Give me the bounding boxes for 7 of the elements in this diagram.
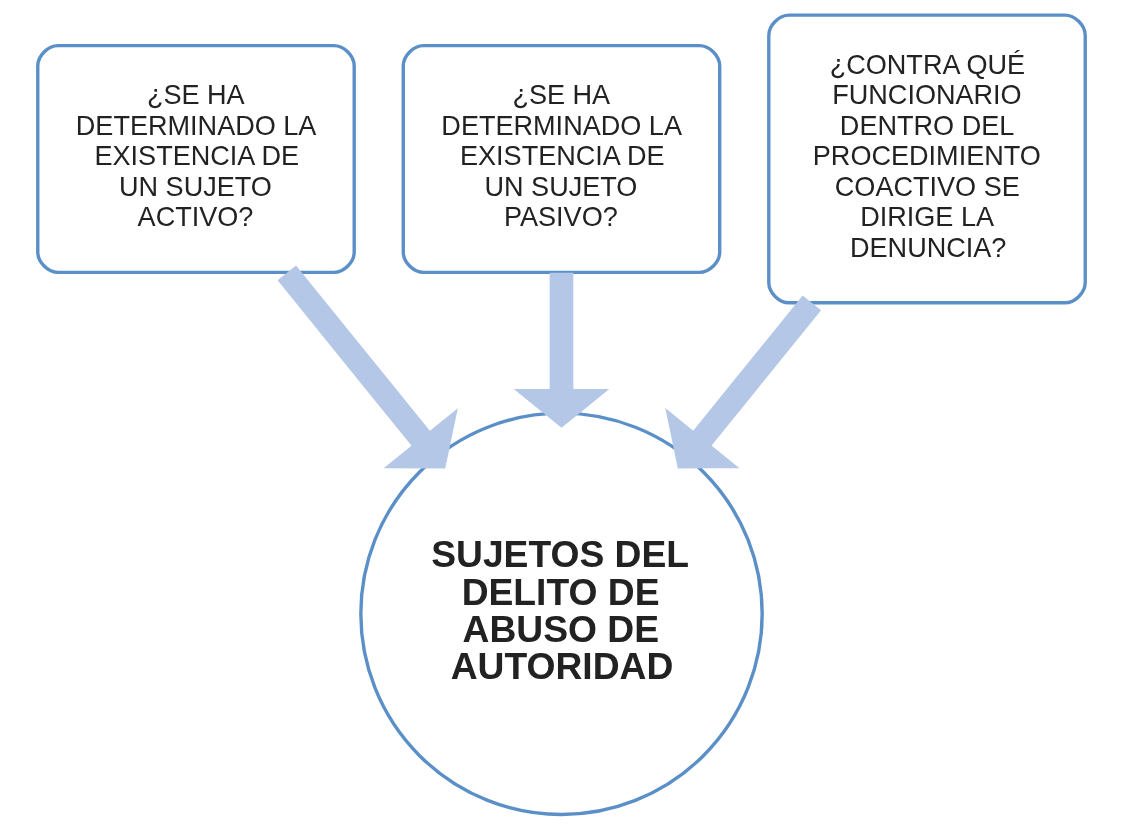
node-box: ¿CONTRA QUÉ FUNCIONARIO DENTRO DEL PROCEDIMIENTO COACTIVO SE DIRIGE LA DENUNCIA? (767, 13, 1087, 305)
node-box: ¿SE HA DETERMINADO LA EXISTENCIA DE UN SUJETO ACTIVO? (36, 43, 356, 275)
arrow (513, 272, 610, 428)
arrow (277, 265, 458, 469)
node-box: ¿SE HA DETERMINADO LA EXISTENCIA DE UN SUJETO PASIVO? (401, 43, 722, 275)
node-circle: SUJETOS DEL DELITO DE ABUSO DE AUTORIDAD (359, 411, 764, 817)
arrow (665, 295, 822, 469)
